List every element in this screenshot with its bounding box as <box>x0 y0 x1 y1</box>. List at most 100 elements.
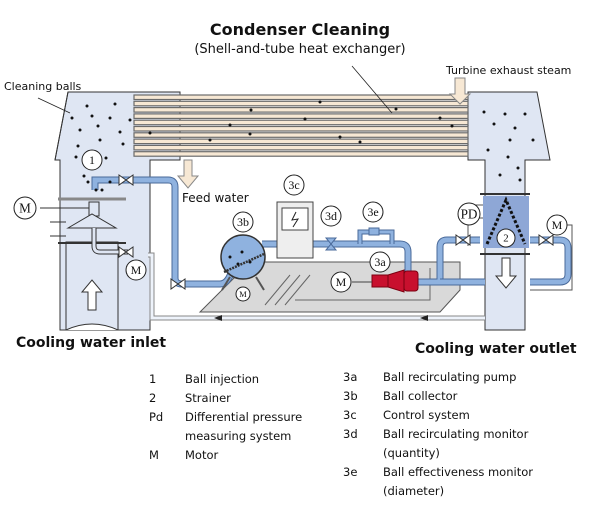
cleaning-ball <box>249 108 253 112</box>
feed-water-label: Feed water <box>182 191 249 205</box>
recirculation-pipe <box>262 229 572 286</box>
cleaning-ball <box>240 250 244 254</box>
legend-code: Pd <box>149 410 164 424</box>
callout-marker-label: M <box>552 218 563 232</box>
cleaning-ball <box>236 262 240 266</box>
legend-row: (diameter) <box>343 482 533 501</box>
turbine-exhaust-steam-label: Turbine exhaust steam <box>446 64 572 77</box>
cleaning-ball <box>104 156 108 160</box>
cleaning-ball <box>492 122 496 126</box>
cleaning-ball <box>108 116 112 120</box>
legend-row: M Motor <box>149 446 302 465</box>
recirculating-monitor <box>324 237 338 251</box>
cleaning-ball <box>148 131 152 135</box>
callout-marker: 3c <box>283 174 305 196</box>
callout-marker: 3d <box>320 205 342 227</box>
turbine-steam-arrow-icon <box>448 77 472 105</box>
valve-icon <box>455 234 471 246</box>
cleaning-ball <box>506 155 510 159</box>
callout-marker: M <box>235 286 251 302</box>
legend-code: 3c <box>343 408 357 422</box>
legend-code: M <box>149 448 159 462</box>
valve-icon <box>118 174 134 186</box>
cleaning-ball <box>208 138 212 142</box>
callout-marker-label: M <box>336 275 347 289</box>
cleaning-balls <box>70 100 535 266</box>
cleaning-ball <box>113 102 117 106</box>
callout-marker: PD <box>457 202 481 226</box>
tube <box>133 151 469 157</box>
cleaning-ball <box>358 140 362 144</box>
legend-code: 2 <box>149 391 157 405</box>
tube <box>133 132 469 138</box>
cleaning-ball <box>303 117 307 121</box>
cleaning-ball <box>498 173 502 177</box>
cleaning-balls-label: Cleaning balls <box>4 80 82 93</box>
ball-collector <box>220 234 266 291</box>
valve-icon <box>118 246 134 258</box>
inlet-flow-arrow-icon <box>80 279 104 311</box>
legend-desc: Motor <box>185 448 219 462</box>
callout-marker: M <box>546 214 568 236</box>
control-system-cabinet <box>276 201 314 259</box>
callout-marker-label: 3e <box>367 205 378 219</box>
callout-marker-label: 2 <box>503 233 508 245</box>
legend-row: 2 Strainer <box>149 389 302 408</box>
cleaning-ball <box>318 100 322 104</box>
cleaning-ball <box>86 180 90 184</box>
legend-code: 3d <box>343 427 358 441</box>
callout-marker: M <box>125 259 147 281</box>
callout-marker: 2 <box>496 228 516 248</box>
tube <box>133 106 469 113</box>
legend-desc: Strainer <box>185 391 231 405</box>
cleaning-ball <box>96 124 100 128</box>
cleaning-ball <box>118 130 122 134</box>
cleaning-ball <box>516 166 520 170</box>
legend-code <box>343 482 383 501</box>
cleaning-ball <box>438 116 442 120</box>
cleaning-ball <box>394 107 398 111</box>
callout-marker: M <box>330 271 352 293</box>
cleaning-ball <box>338 135 342 139</box>
cleaning-ball <box>85 104 89 108</box>
cleaning-ball <box>248 132 252 136</box>
legend-desc: Ball injection <box>185 372 260 386</box>
legend-code: 3e <box>343 465 358 479</box>
callout-marker-label: 3d <box>325 209 337 223</box>
callout-marker-label: 1 <box>89 153 95 167</box>
cleaning-ball <box>98 138 102 142</box>
cleaning-ball <box>121 142 125 146</box>
callout-marker: 3b <box>232 211 254 233</box>
tube <box>133 100 469 107</box>
tube <box>133 119 469 126</box>
legend-desc: (diameter) <box>383 484 445 498</box>
legend-row: measuring system <box>149 427 302 446</box>
legend-desc: (quantity) <box>383 446 440 460</box>
callout-marker-label: M <box>131 263 142 277</box>
tube <box>133 144 469 151</box>
legend-desc: Ball recirculating monitor <box>383 427 529 441</box>
callout-marker-label: 3c <box>288 178 299 192</box>
callout-marker-label: M <box>19 200 31 215</box>
cooling-water-inlet-label: Cooling water inlet <box>16 335 167 351</box>
callout-marker-label: M <box>239 290 247 299</box>
cleaning-ball <box>508 138 512 142</box>
legend-row: 3d Ball recirculating monitor <box>343 425 533 444</box>
cooling-water-outlet-label: Cooling water outlet <box>415 341 577 357</box>
page-subtitle: (Shell-and-tube heat exchanger) <box>194 42 406 57</box>
cleaning-ball <box>228 123 232 127</box>
cleaning-ball <box>82 174 86 178</box>
cleaning-ball <box>76 144 80 148</box>
callout-marker-label: 3b <box>237 215 249 229</box>
legend-desc: Ball effectiveness monitor <box>383 465 533 479</box>
cleaning-ball <box>94 188 98 192</box>
outlet-flow-arrow-icon <box>494 257 518 289</box>
cleaning-ball <box>74 155 78 159</box>
tube <box>133 125 469 132</box>
